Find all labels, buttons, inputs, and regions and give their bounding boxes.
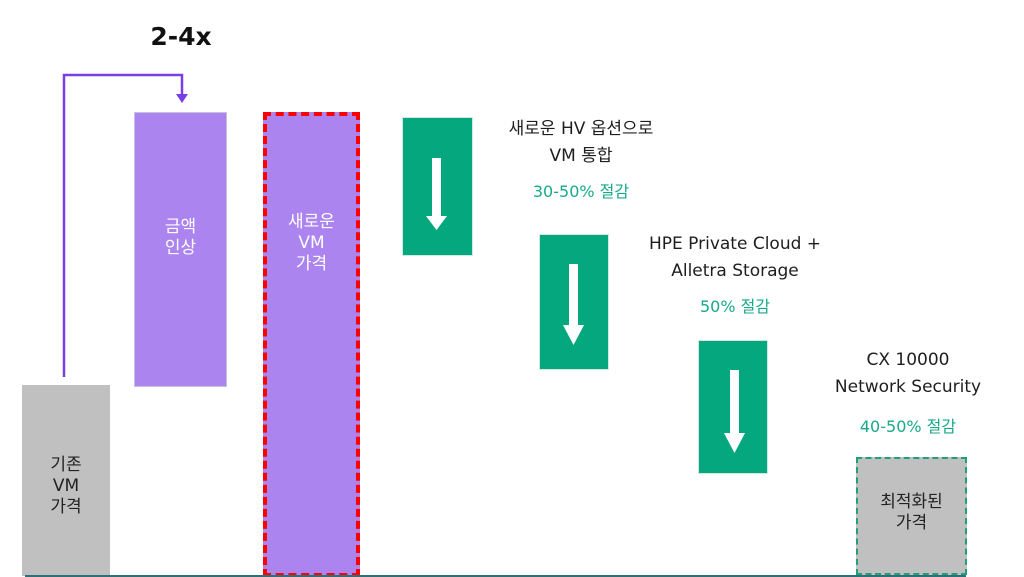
saving-label-private-cloud: HPE Private Cloud + Alletra Storage 50% … <box>625 231 845 317</box>
saving-percent: 40-50% 절감 <box>859 417 957 436</box>
saving-title-line: Network Security <box>834 377 982 397</box>
bar-label-line: VM <box>52 476 80 496</box>
saving-step-box-private-cloud <box>539 234 609 370</box>
saving-title-line: 새로운 HV 옵션으로 <box>508 119 654 139</box>
arrow-down-icon <box>426 158 447 230</box>
saving-title-line: Alletra Storage <box>671 261 799 281</box>
bar-label-line: 가격 <box>50 497 82 517</box>
baseline-divider <box>25 575 966 577</box>
bar-label-line: 기존 <box>50 455 82 475</box>
price-increase-bar: 금액 인상 <box>134 112 227 387</box>
bar-label-line: 인상 <box>164 238 197 258</box>
arrow-down-icon <box>724 370 745 453</box>
new-vm-price-bar: 새로운 VM 가격 <box>263 112 360 577</box>
saving-label-hv-consolidation: 새로운 HV 옵션으로 VM 통합 30-50% 절감 <box>481 116 681 202</box>
multiplier-label: 2-4x <box>150 22 212 51</box>
saving-title-line: CX 10000 <box>866 350 950 370</box>
saving-title-line: VM 통합 <box>549 146 613 166</box>
bar-label-line: 금액 <box>164 217 197 237</box>
old-vm-price-bar: 기존 VM 가격 <box>22 385 110 576</box>
saving-percent: 30-50% 절감 <box>532 182 630 201</box>
saving-percent: 50% 절감 <box>699 297 771 316</box>
optimized-price-bar: 최적화된 가격 <box>856 457 967 575</box>
bar-label-line: 가격 <box>295 254 328 274</box>
connector-line <box>62 73 184 377</box>
saving-title-line: HPE Private Cloud + <box>648 234 822 254</box>
bar-label-line: 가격 <box>895 513 928 533</box>
saving-label-network-security: CX 10000 Network Security 40-50% 절감 <box>808 347 1008 437</box>
saving-step-box-network-security <box>698 340 768 474</box>
bar-label-line: 새로운 <box>288 212 335 232</box>
bar-label-line: VM <box>298 233 325 253</box>
saving-step-box-hv-consolidation <box>402 117 473 256</box>
bar-label-line: 최적화된 <box>880 492 943 512</box>
connector-arrow-head-icon <box>176 94 188 103</box>
arrow-down-icon <box>563 264 584 345</box>
